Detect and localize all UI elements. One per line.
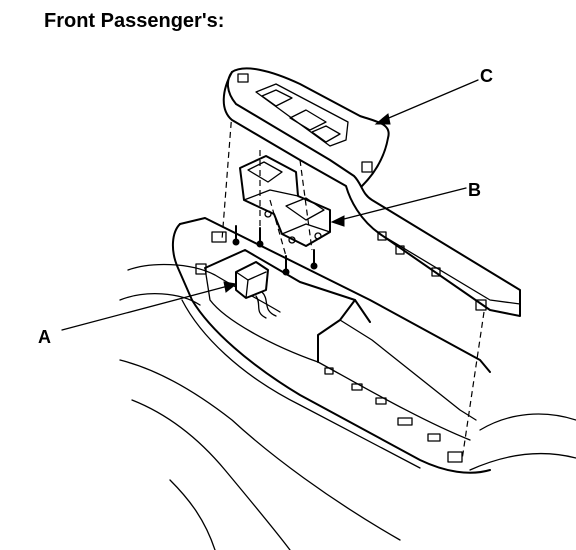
alignment-guides [221, 111, 485, 461]
mounting-screws [232, 225, 318, 276]
armrest-panel-c [222, 67, 521, 317]
leader-b [330, 187, 467, 227]
screw [256, 227, 264, 248]
leader-c [374, 79, 479, 125]
window-switch-b [239, 155, 331, 247]
armrest-pocket [172, 217, 491, 474]
door-trim-outline [119, 263, 576, 550]
diagram-title: Front Passenger's: [44, 10, 225, 32]
leader-a [61, 281, 238, 331]
screw [282, 255, 290, 276]
screw [232, 225, 240, 246]
screw [310, 249, 318, 270]
connector-a [235, 261, 277, 319]
callout-b-label: B [468, 180, 481, 200]
leader-lines [61, 79, 479, 331]
callout-a-label: A [38, 327, 51, 347]
callout-c-label: C [480, 66, 493, 86]
